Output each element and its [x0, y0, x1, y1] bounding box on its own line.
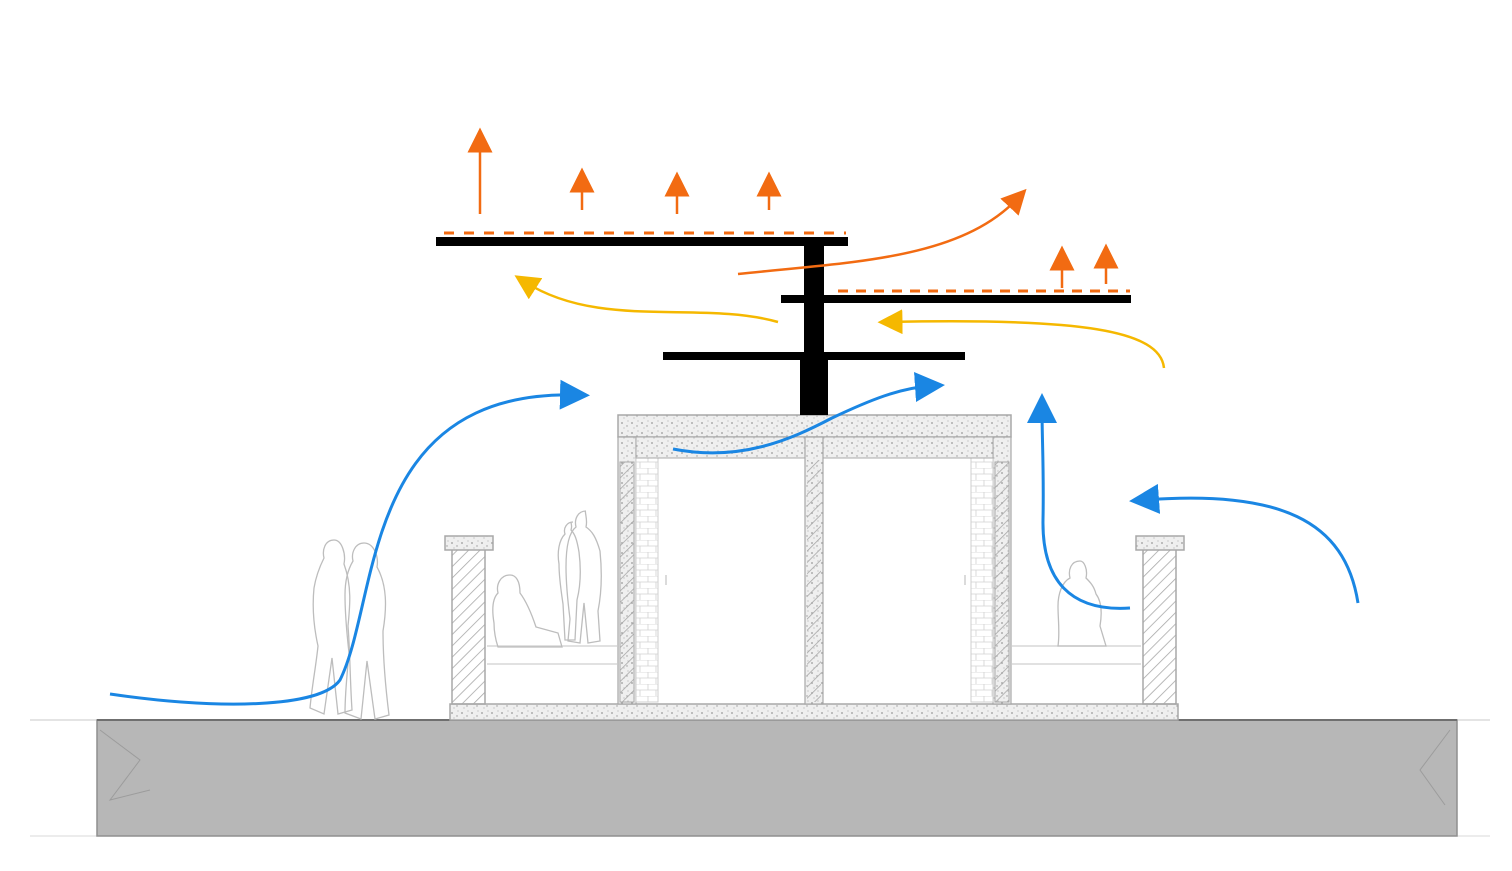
building-section — [444, 414, 1185, 721]
person-silhouette-icon — [344, 542, 390, 720]
lower-canopy — [663, 352, 965, 360]
canopy-structure — [436, 237, 1131, 415]
left-brick-wall — [635, 457, 659, 703]
person-silhouette-icon — [565, 510, 602, 644]
upper-canopy — [436, 237, 848, 246]
ground-slab — [96, 719, 1458, 837]
right-brick-wall — [970, 457, 994, 703]
base-slab — [449, 703, 1179, 721]
hot-air-exhaust-arrow — [737, 188, 1027, 276]
person-silhouette-icon — [309, 539, 353, 715]
left-parapet-wall — [451, 548, 486, 705]
ground — [30, 719, 1490, 837]
right-parapet-wall — [1142, 548, 1177, 705]
right-parapet-cap — [1135, 535, 1185, 551]
warm-airflow-arrow-left — [514, 275, 779, 324]
left-parapet-cap — [444, 535, 494, 551]
cool-airflow-arrow-updraft — [1027, 393, 1131, 610]
person-silhouette-icon — [557, 521, 581, 641]
warm-airflow-arrow-right — [877, 309, 1166, 369]
person-silhouette-icon — [492, 574, 563, 648]
cool-airflow-arrow-roof — [672, 372, 945, 455]
middle-canopy — [781, 295, 1131, 303]
cool-airflow-arrow-left — [109, 379, 590, 706]
cool-airflow-arrow-right — [1129, 483, 1360, 604]
person-silhouette-icon — [1057, 560, 1107, 647]
